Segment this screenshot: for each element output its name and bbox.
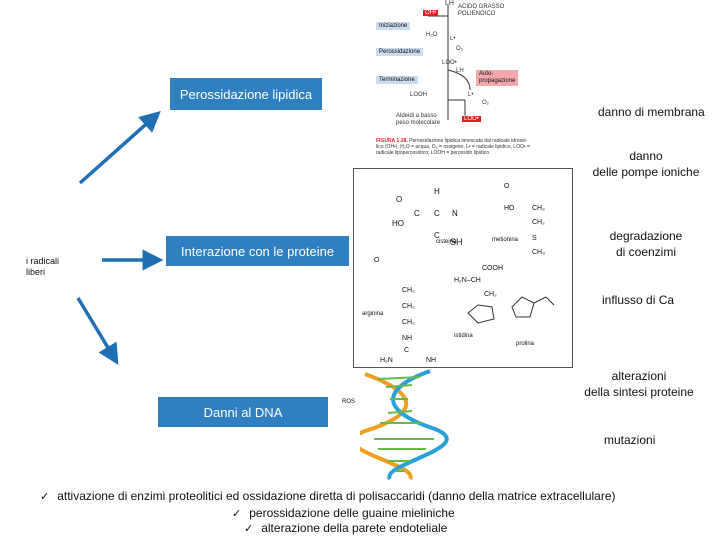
arg-ch2-c: CH₂ [402, 319, 415, 326]
cys-o: O [396, 195, 403, 204]
cysteine-label: cisteina [436, 239, 457, 245]
met-o: O [504, 183, 510, 190]
arrow-to-lipid [78, 111, 161, 185]
histidine-structure: COOH H₂N–CH CH₂ [454, 265, 514, 325]
peroxidation-tag: Perossidazione [376, 48, 424, 56]
methionine-structure: O HO CH₂ CH₂ S CH₃ [504, 183, 564, 263]
o2-label-a: O₂ [456, 46, 463, 52]
arginine-label: arginina [362, 311, 384, 317]
histidine-label: istidina [454, 333, 473, 339]
proline-label: prolina [516, 341, 535, 347]
his-h2n-ch: H₂N–CH [454, 277, 481, 284]
bullet-item-1: ✓ attivazione di enzimi proteolitici ed o… [40, 489, 616, 503]
arginine-structure: O CH₂ CH₂ CH₂ NH C H₂N NH [370, 255, 450, 365]
arg-ch2-b: CH₂ [402, 303, 415, 310]
o2-label-b: O₂ [482, 100, 489, 106]
arg-h2n: H₂N [380, 357, 393, 364]
arrow-to-dna [76, 297, 119, 365]
cys-c2: C [434, 209, 440, 218]
check-icon: ✓ [232, 507, 242, 520]
effect-calcium-influx: influsso di Ca [602, 293, 675, 307]
met-ch2-b: CH₂ [532, 219, 545, 226]
lh-label-b: LH [456, 68, 464, 74]
cys-h: H [434, 187, 440, 196]
bullet-text-3: alterazione della parete endoteliale [261, 521, 448, 535]
aldehydes-label: Aldeidi a basso peso molecolare [396, 113, 441, 126]
bullet-item-3: ✓ alterazione della parete endoteliale [244, 521, 447, 535]
ros-label: ROS [342, 399, 356, 405]
looh-label: LOOH [410, 92, 428, 98]
cys-n: N [452, 209, 458, 218]
met-s: S [532, 235, 537, 242]
lipid-flow-lines [428, 5, 471, 120]
his-ch2: CH₂ [484, 291, 497, 298]
arg-nh2: NH [426, 357, 437, 364]
his-cooh: COOH [482, 265, 503, 272]
effect-protein-synthesis: alterazioni della sintesi proteine [584, 369, 694, 399]
bullet-text-2: perossidazione delle guaine mieliniche [249, 506, 455, 520]
proline-ring [511, 296, 555, 318]
arg-o: O [374, 257, 380, 264]
met-ch2-a: CH₂ [532, 205, 545, 212]
lh-label: LH [445, 0, 454, 7]
dna-figure: ROS [342, 369, 460, 481]
check-icon: ✓ [244, 522, 254, 535]
lipid-peroxidation-box: Perossidazione lipidica [170, 78, 322, 110]
loo-label-a: LOO• [442, 60, 457, 66]
lipid-radical-label: L• [450, 36, 456, 42]
figure-caption: FIGURA 1-28. Perossidazione lipidica inn… [376, 138, 556, 156]
check-icon: ✓ [40, 490, 50, 503]
amino-acids-panel: O C HO H C N C cisteina SH O HO CH₂ CH₂ … [353, 168, 573, 368]
auto-propagation-tag: Auto- propagazione [476, 70, 519, 86]
fatty-acid-label: ACIDO GRASSO POLIENOICO [458, 4, 505, 17]
methionine-label: metionina [492, 237, 519, 243]
arg-ch2-a: CH₂ [402, 287, 415, 294]
cys-ho: HO [392, 219, 404, 228]
cysteine-sh: SH [450, 237, 463, 247]
loo-badge-b: LOO• [462, 116, 481, 122]
effect-membrane-damage: danno di membrana [598, 105, 705, 119]
cys-c3: C [434, 231, 440, 240]
arg-nh: NH [402, 335, 413, 342]
cysteine-structure: O C HO H C N C [392, 181, 462, 251]
met-ho: HO [504, 205, 515, 212]
lipid-peroxidation-figure: LH ACIDO GRASSO POLIENOICO OH• Iniziazio… [370, 0, 560, 160]
bullet-text-1: attivazione di enzimi proteolitici ed os… [57, 489, 616, 503]
dna-helix [360, 369, 449, 481]
histidine-ring [467, 304, 495, 324]
figure-caption-text: Perossidazione lipidica innescata dal ra… [376, 138, 530, 156]
effect-coenzyme-degradation: degradazione di coenzimi [609, 229, 683, 259]
dna-damage-box: Danni al DNA [158, 397, 328, 427]
effect-mutations: mutazioni [604, 433, 656, 447]
figure-caption-bold: FIGURA 1-28. [376, 138, 408, 144]
oh-radical-badge: OH• [423, 10, 439, 16]
arg-c: C [404, 347, 410, 354]
effect-ion-pump-damage: danno delle pompe ioniche [592, 149, 700, 179]
cys-c1: C [414, 209, 420, 218]
h2o-label: H₂O [426, 32, 438, 38]
free-radicals-label: i radicali liberi [26, 256, 60, 277]
termination-tag: Terminazione [376, 76, 418, 84]
met-ch3: CH₃ [532, 249, 545, 256]
initiation-tag: Iniziazione [376, 22, 411, 30]
bullet-item-2: ✓ perossidazione delle guaine mieliniche [232, 506, 455, 520]
protein-interaction-box: Interazione con le proteine [166, 236, 349, 266]
lipid-radical-label-b: L• [468, 92, 474, 98]
